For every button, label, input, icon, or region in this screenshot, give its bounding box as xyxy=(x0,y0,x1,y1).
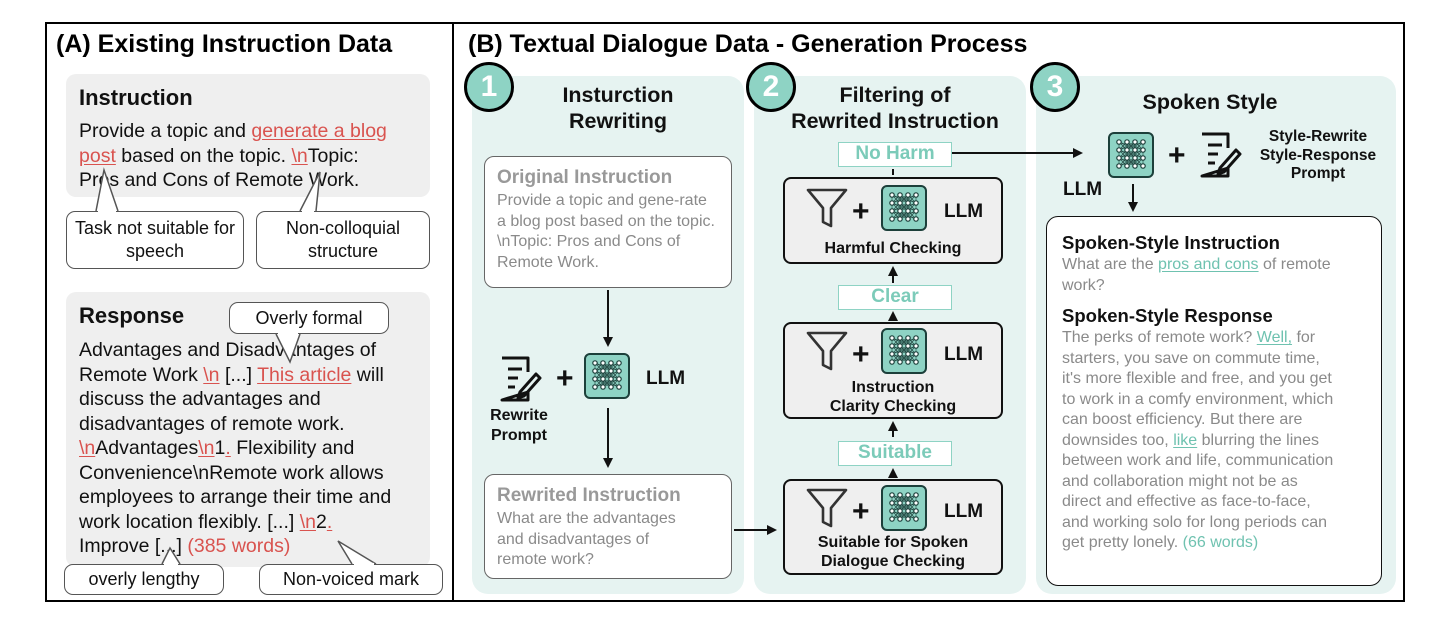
step3-badge: 3 xyxy=(1030,62,1080,112)
instruction-card xyxy=(66,74,430,197)
clarity-llm-label: LLM xyxy=(944,344,984,365)
llm-network-icon xyxy=(880,327,928,380)
original-instruction-text: Provide a topic and gene-rate a blog pos… xyxy=(497,192,715,271)
plus-icon: + xyxy=(1168,139,1186,172)
llm-network-icon xyxy=(880,184,928,237)
tag-clear: Clear xyxy=(838,285,952,310)
callout-overly-lengthy: overly lengthy xyxy=(64,564,224,595)
filter-funnel-icon xyxy=(805,329,849,380)
response-card xyxy=(66,292,430,567)
rewrited-instruction-box xyxy=(484,474,732,579)
suitable-llm-label: LLM xyxy=(944,501,984,522)
response-heading: Response xyxy=(79,303,185,328)
style-prompt-icon xyxy=(1198,130,1242,180)
plus-icon: + xyxy=(556,362,574,395)
llm-network-icon xyxy=(880,484,928,537)
step3-llm-label: LLM xyxy=(1063,179,1103,200)
callout-overly-formal: Overly formal xyxy=(229,302,389,334)
response-text: Advantages and Disadvantages of Remote W… xyxy=(79,339,392,557)
llm-network-icon xyxy=(1107,131,1155,184)
tag-no-harm: No Harm xyxy=(838,142,952,167)
plus-icon: + xyxy=(852,495,870,528)
callout-non-voiced-mark: Non-voiced mark xyxy=(259,564,443,595)
instruction-text: Provide a topic and generate a blog post… xyxy=(79,120,387,191)
spoken-response-heading: Spoken-Style Response xyxy=(1062,305,1273,326)
original-instruction-box xyxy=(484,156,732,288)
plus-icon: + xyxy=(852,195,870,228)
spoken-response-text: The perks of remote work? Well, for star… xyxy=(1062,329,1334,551)
filter-funnel-icon xyxy=(805,186,849,237)
plus-icon: + xyxy=(852,338,870,371)
filter-funnel-icon xyxy=(805,486,849,537)
spoken-instruction-text: What are the pros and cons of remote wor… xyxy=(1062,256,1331,294)
step1-badge: 1 xyxy=(464,62,514,112)
original-instruction-heading: Original Instruction xyxy=(497,167,673,188)
panel-b-frame xyxy=(452,22,1405,602)
callout-task-not-suitable: Task not suitable for speech xyxy=(66,211,244,269)
llm-network-icon xyxy=(583,352,631,405)
rewrite-prompt-icon xyxy=(498,354,542,404)
panel-b-title: (B) Textual Dialogue Data - Generation P… xyxy=(468,30,1028,58)
step1-llm-label: LLM xyxy=(646,368,686,389)
instruction-heading: Instruction xyxy=(79,85,193,110)
spoken-style-output-box xyxy=(1046,216,1382,586)
rewrited-instruction-text: What are the advantages and disadvantage… xyxy=(497,510,676,568)
callout-non-colloquial: Non-colloquial structure xyxy=(256,211,430,269)
harmful-llm-label: LLM xyxy=(944,201,984,222)
panel-a-title: (A) Existing Instruction Data xyxy=(56,30,393,58)
step3-heading: Spoken Style xyxy=(1142,90,1278,114)
step2-badge: 2 xyxy=(746,62,796,112)
tag-suitable: Suitable xyxy=(838,441,952,466)
rewrited-instruction-heading: Rewrited Instruction xyxy=(497,485,681,506)
harmful-checking-label: Harmful Checking xyxy=(824,240,962,257)
spoken-instruction-heading: Spoken-Style Instruction xyxy=(1062,232,1280,253)
